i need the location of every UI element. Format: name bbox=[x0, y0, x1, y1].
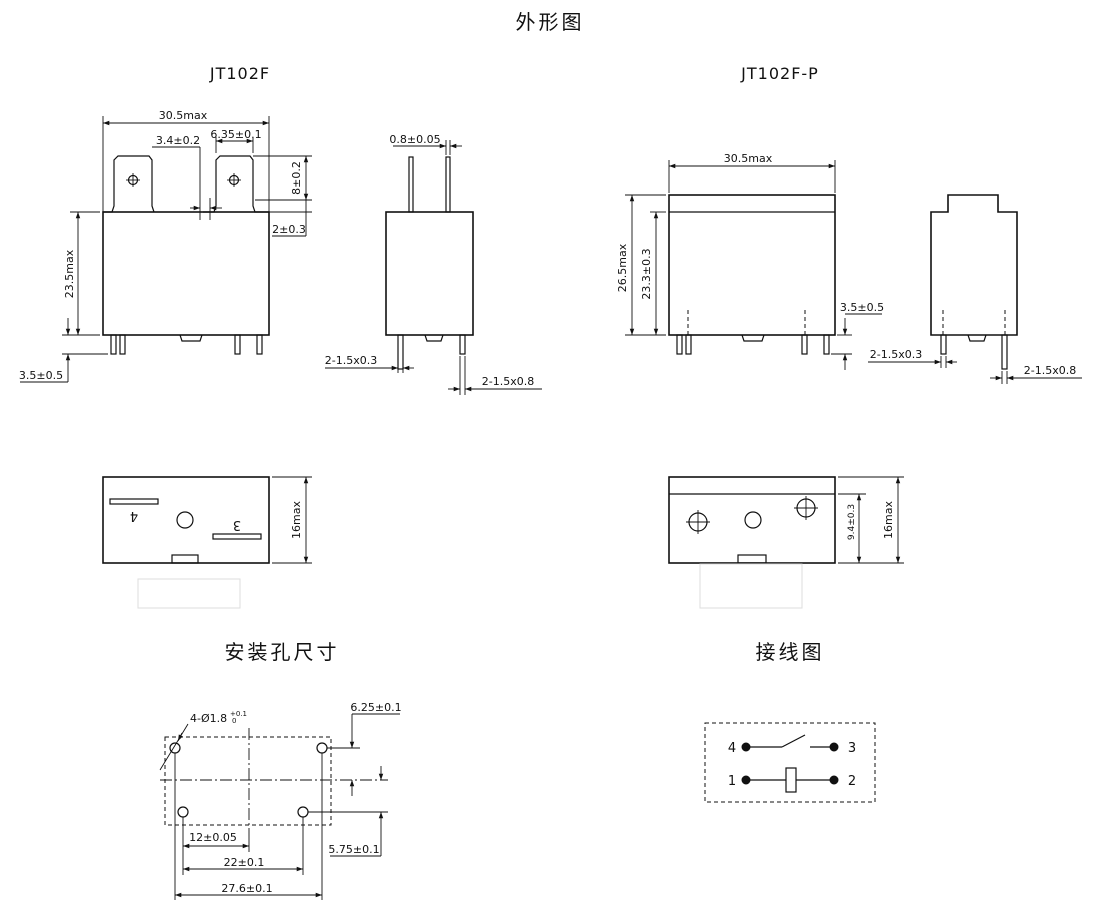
jt102f-side-view: 0.8±0.05 2-1.5x0.3 2-1.5x0.8 bbox=[325, 133, 542, 395]
mounting-title: 安装孔尺寸 bbox=[225, 640, 340, 664]
jt102f-p-front-view: 30.5max 26.5max 23.3±0.3 3.5±0.5 bbox=[616, 152, 884, 370]
dim-pin-b-right: 2-1.5x0.8 bbox=[1024, 364, 1076, 377]
dim-27-6: 27.6±0.1 bbox=[221, 882, 272, 895]
dim-width-right: 30.5max bbox=[724, 152, 773, 165]
model-left-title: JT102F bbox=[209, 64, 270, 83]
wiring-title: 接线图 bbox=[756, 640, 825, 664]
dim-6-25: 6.25±0.1 bbox=[350, 701, 401, 714]
hole-spec: 4-Ø1.8 bbox=[190, 712, 227, 725]
dim-12: 12±0.05 bbox=[189, 831, 237, 844]
dim-depth-left: 16max bbox=[290, 501, 303, 539]
wiring-pin-1: 1 bbox=[728, 774, 736, 789]
jt102f-front-view: 30.5max 3.4±0.2 6.35±0.1 8±0.2 2±0.3 23.… bbox=[19, 109, 312, 383]
dim-terminal-width: 6.35±0.1 bbox=[210, 128, 261, 141]
dim-pin-length-left: 3.5±0.5 bbox=[19, 369, 63, 382]
jt102f-p-top-view: 9.4±0.3 16max bbox=[668, 476, 904, 609]
mounting-hole-layout: 4-Ø1.8 +0.1 0 6.25±0.1 5.75±0.1 12±0.05 … bbox=[159, 701, 402, 900]
dim-terminal-gap: 3.4±0.2 bbox=[156, 134, 200, 147]
dim-terminal-height: 8±0.2 bbox=[290, 161, 303, 195]
jt102f-p-side-view: 2-1.5x0.3 2-1.5x0.8 bbox=[868, 194, 1082, 384]
dim-body-height-left: 23.5max bbox=[63, 249, 76, 298]
dim-terminal-base: 2±0.3 bbox=[272, 223, 306, 236]
dim-pin-length-right: 3.5±0.5 bbox=[840, 301, 884, 314]
dim-height-body-right: 23.3±0.3 bbox=[640, 248, 653, 299]
hole-tol-lower: 0 bbox=[232, 717, 236, 725]
dim-pin-a-left: 2-1.5x0.3 bbox=[325, 354, 377, 367]
dim-5-75: 5.75±0.1 bbox=[328, 843, 379, 856]
hole-tol-upper: +0.1 bbox=[230, 710, 247, 718]
wiring-pin-4: 4 bbox=[728, 741, 736, 756]
dim-pin-a-right: 2-1.5x0.3 bbox=[870, 348, 922, 361]
jt102f-top-view: 4 3 16max bbox=[102, 476, 312, 609]
label-4-rotated: 4 bbox=[130, 508, 138, 523]
outline-title: 外形图 bbox=[516, 10, 585, 34]
dim-offset-right: 9.4±0.3 bbox=[847, 504, 857, 540]
label-3-rotated: 3 bbox=[233, 517, 241, 532]
dim-22: 22±0.1 bbox=[224, 856, 265, 869]
dim-pin-b-left: 2-1.5x0.8 bbox=[482, 375, 534, 388]
wiring-pin-3: 3 bbox=[848, 741, 856, 756]
dim-height-total-right: 26.5max bbox=[616, 243, 629, 292]
dim-depth-right: 16max bbox=[882, 501, 895, 539]
wiring-diagram: 4 3 1 2 bbox=[704, 722, 876, 803]
dim-terminal-thickness: 0.8±0.05 bbox=[389, 133, 440, 146]
wiring-pin-2: 2 bbox=[848, 774, 856, 789]
model-right-title: JT102F-P bbox=[740, 64, 819, 83]
coil-symbol bbox=[785, 767, 797, 793]
dim-width-left: 30.5max bbox=[159, 109, 208, 122]
